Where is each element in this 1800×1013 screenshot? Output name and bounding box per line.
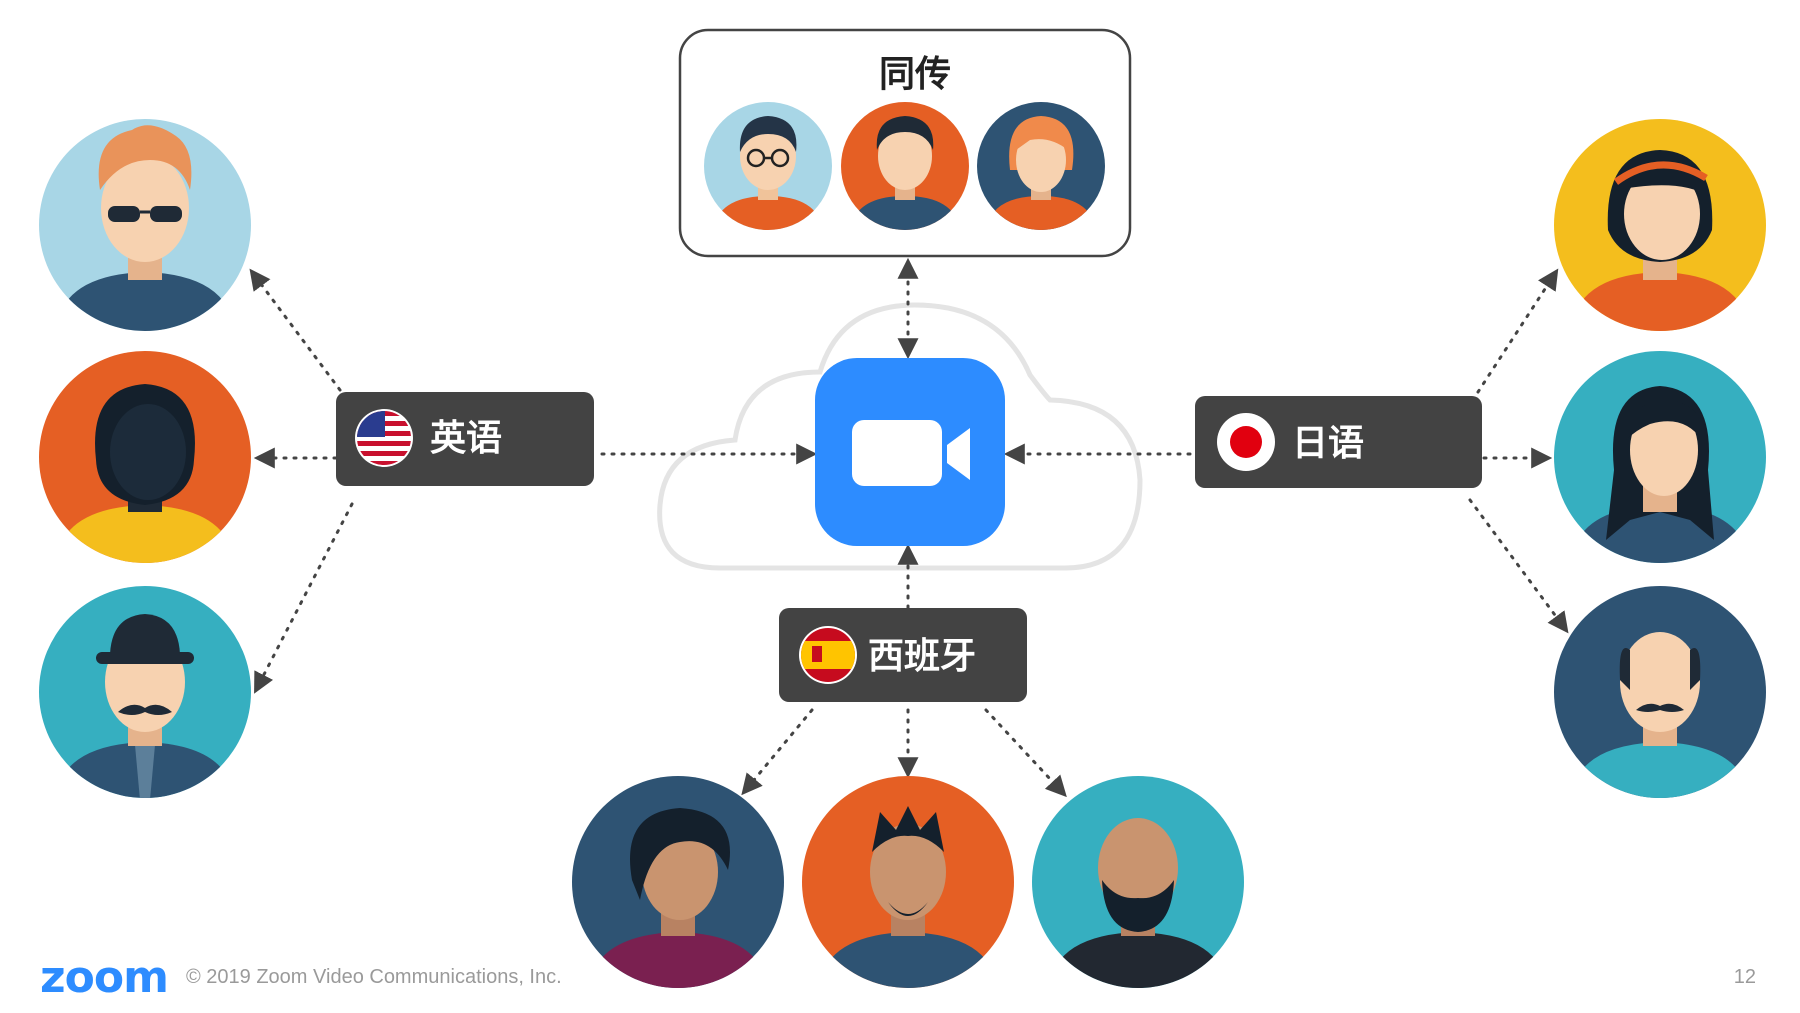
avatar-japanese-2 xyxy=(1554,351,1766,563)
connector-english-l1 xyxy=(249,268,342,392)
zoom-camera-icon xyxy=(815,358,1005,546)
english-label-text: 英语 xyxy=(430,417,502,459)
connector-spanish-b1 xyxy=(741,708,814,796)
spanish-label-text: 西班牙 xyxy=(868,635,976,677)
zoom-logo: zoom xyxy=(40,952,169,1003)
connector-japanese-r1 xyxy=(1476,268,1559,394)
avatar-english-2 xyxy=(39,351,251,563)
japanese-label-text: 日语 xyxy=(1292,422,1364,464)
avatar-english-1 xyxy=(39,119,251,331)
avatar-japanese-3 xyxy=(1554,586,1766,798)
interpreter-panel: 同传 xyxy=(678,28,1132,258)
avatar-spanish-2 xyxy=(802,776,1014,988)
page-number: 12 xyxy=(1733,966,1756,988)
interpreter-title: 同传 xyxy=(879,53,951,95)
japanese-channel-label: 日语 xyxy=(1195,396,1482,488)
spain-flag-icon xyxy=(799,626,857,684)
connector-japanese-r3 xyxy=(1468,498,1569,634)
connectors xyxy=(249,257,1569,798)
interpreter-avatar-1 xyxy=(704,102,832,230)
japan-flag-icon xyxy=(1217,413,1275,471)
english-channel-label: 英语 xyxy=(336,392,594,486)
connector-english-l3 xyxy=(254,502,354,694)
avatar-spanish-1 xyxy=(572,776,784,988)
avatar-english-3 xyxy=(39,586,251,798)
avatar-spanish-3 xyxy=(1032,776,1244,988)
connector-spanish-b3 xyxy=(984,708,1067,798)
avatar-japanese-1 xyxy=(1554,119,1766,331)
interpreter-avatar-3 xyxy=(977,102,1105,230)
copyright-text: © 2019 Zoom Video Communications, Inc. xyxy=(186,966,562,988)
spanish-channel-label: 西班牙 xyxy=(779,608,1027,702)
